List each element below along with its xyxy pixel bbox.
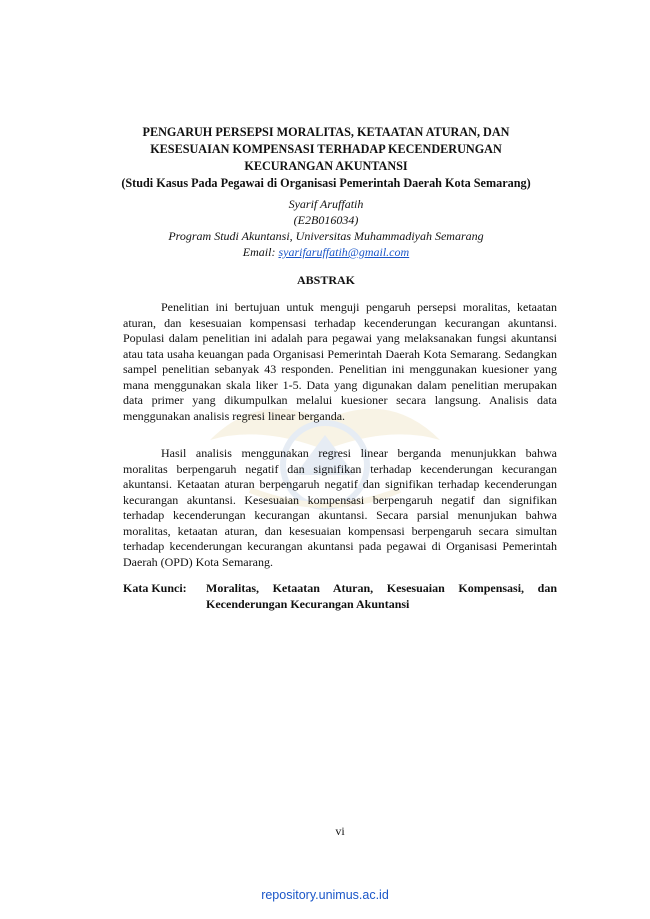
abstract-paragraph: Hasil analisis menggunakan regresi linea… bbox=[123, 446, 557, 569]
page-number: vi bbox=[335, 824, 345, 838]
email-link[interactable]: syarifaruffatih@gmail.com bbox=[278, 245, 410, 259]
email-label: Email: bbox=[242, 245, 276, 259]
paper-title: PENGARUH PERSEPSI MORALITAS, KETAATAN AT… bbox=[120, 124, 532, 192]
abstract-heading: ABSTRAK bbox=[296, 273, 355, 287]
university-logo-watermark bbox=[210, 408, 440, 510]
author-name: Syarif Aruffatih bbox=[288, 197, 364, 211]
title-line: PENGARUH PERSEPSI MORALITAS, KETAATAN AT… bbox=[142, 125, 510, 139]
email-line: Email: syarifaruffatih@gmail.com bbox=[120, 244, 532, 260]
repository-footer: repository.unimus.ac.id bbox=[261, 888, 389, 902]
keywords-label: Kata Kunci: bbox=[123, 581, 187, 595]
keywords: Kata Kunci: Moralitas, Ketaatan Aturan, … bbox=[123, 580, 557, 612]
study-program: Program Studi Akuntansi, Universitas Muh… bbox=[168, 229, 484, 243]
title-subtitle: (Studi Kasus Pada Pegawai di Organisasi … bbox=[121, 176, 531, 190]
title-line: KECURANGAN AKUNTANSI bbox=[244, 159, 408, 173]
author-info: Syarif Aruffatih (E2B016034) Program Stu… bbox=[120, 196, 532, 260]
keywords-text: Moralitas, Ketaatan Aturan, Kesesuaian K… bbox=[206, 581, 557, 611]
abstract-paragraph: Penelitian ini bertujuan untuk menguji p… bbox=[123, 300, 557, 423]
student-id: (E2B016034) bbox=[293, 213, 359, 227]
title-line: KESESUAIAN KOMPENSASI TERHADAP KECENDERU… bbox=[150, 142, 502, 156]
